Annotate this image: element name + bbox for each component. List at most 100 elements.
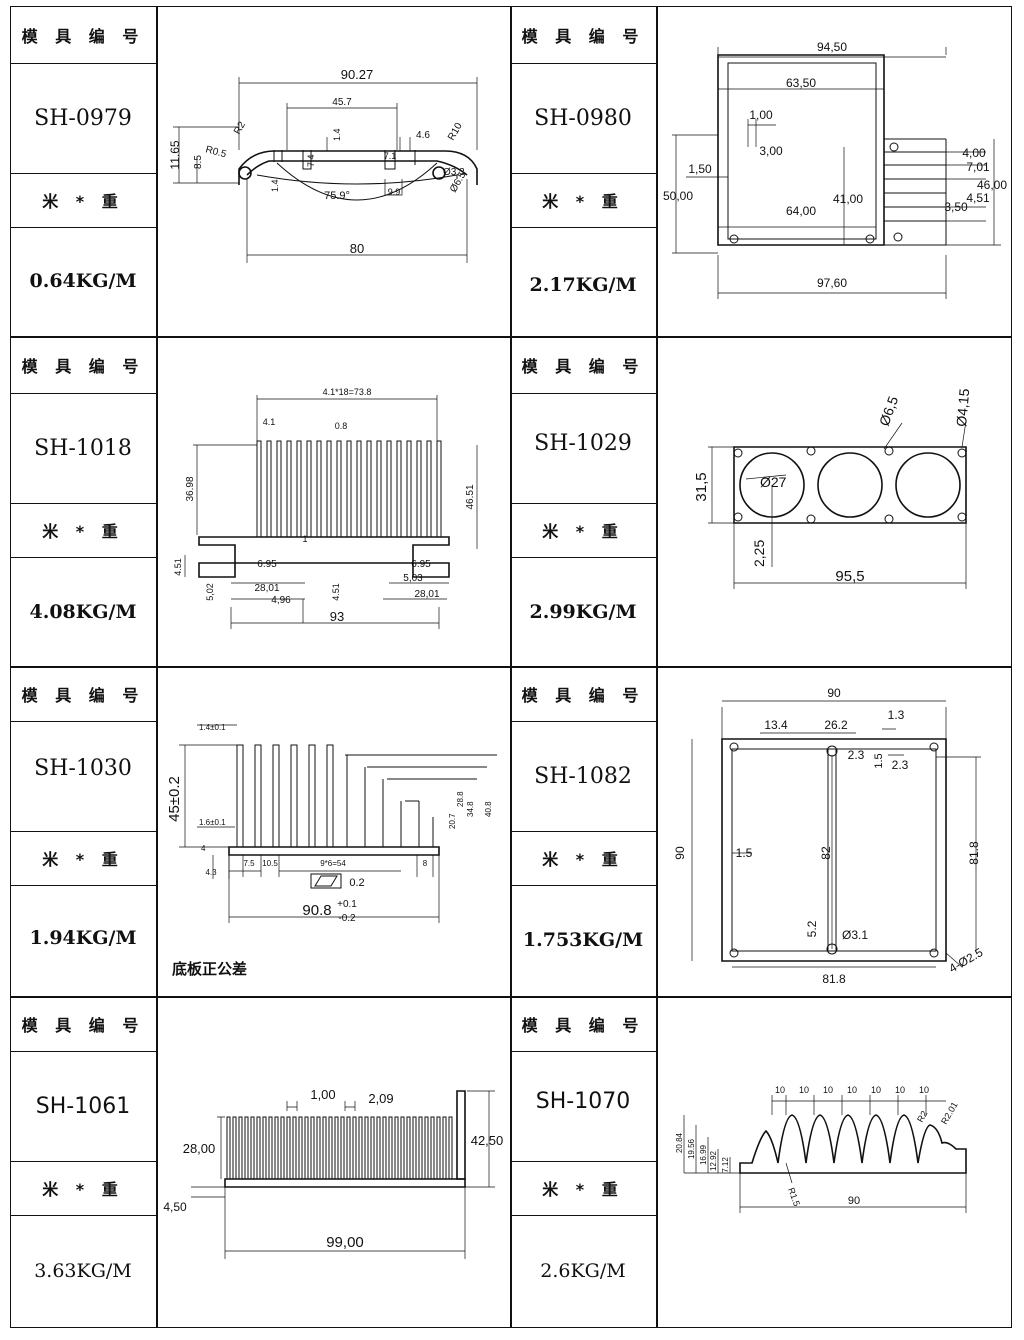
fin — [340, 1116, 345, 1180]
weight-value: 4.08KG/M — [29, 601, 137, 623]
dim-label: 2,09 — [368, 1091, 393, 1106]
mold-number-label: 模 具 编 号 — [21, 26, 145, 46]
fin — [280, 1116, 285, 1180]
dim-label: 1.6±0.1 — [199, 818, 226, 827]
product-code: SH-1018 — [34, 435, 132, 461]
dim-label: 28,01 — [254, 583, 279, 594]
dim-label: 90 — [827, 686, 841, 700]
fin — [352, 1116, 357, 1180]
dim-label: 5.2 — [805, 920, 819, 937]
dim-label: 20.7 — [448, 813, 457, 829]
fin — [382, 1116, 387, 1180]
dim-label: 45±0.2 — [166, 776, 183, 822]
dim-label: R2.01 — [939, 1100, 960, 1126]
fin — [316, 440, 322, 538]
dim-label: 10 — [823, 1085, 833, 1095]
fin — [346, 440, 352, 538]
fin — [358, 1116, 363, 1180]
dim-label: 10.5 — [262, 859, 278, 868]
dim-label: R1.5 — [786, 1186, 802, 1207]
weight-value: 0.64KG/M — [29, 270, 137, 292]
dim-label: 64,00 — [786, 204, 816, 218]
catalog-table — [10, 6, 1012, 1328]
fin — [386, 440, 392, 538]
fin — [298, 1116, 303, 1180]
fin — [400, 1116, 405, 1180]
dim-label: 1.5 — [873, 753, 885, 768]
dim-label: 10 — [775, 1085, 785, 1095]
dim-label: 20.84 — [675, 1132, 684, 1153]
weight-label: 米 * 重 — [542, 850, 624, 869]
dim-label: 90 — [848, 1195, 860, 1207]
dim-label: 4,96 — [271, 595, 291, 606]
dim-label: 4 — [201, 844, 206, 853]
dim-label: 81.8 — [967, 841, 981, 865]
fin — [336, 440, 342, 538]
fin — [296, 440, 302, 538]
dim-label: Ø3.1 — [842, 928, 868, 942]
fin — [274, 1116, 279, 1180]
fin — [376, 1116, 381, 1180]
weight-value: 1.753KG/M — [522, 929, 644, 951]
dim-label: 2.3 — [848, 748, 865, 762]
weight-label: 米 * 重 — [42, 192, 124, 211]
dim-label: 12.92 — [709, 1150, 718, 1171]
mold-number-label: 模 具 编 号 — [521, 685, 645, 705]
dim-label: Ø6,5 — [876, 394, 901, 428]
dim-label: 10 — [871, 1085, 881, 1095]
dim-label: 7.5 — [243, 859, 255, 868]
dim-label: 97,60 — [817, 276, 847, 290]
dim-label: 9*6=54 — [320, 859, 346, 868]
profile-drawing-sh-1030: 1.4±0.1 45±0.2 1.6±0.1 20.7 28.8 34.8 40… — [166, 723, 497, 924]
fin — [370, 1116, 375, 1180]
dim-label: 1.4 — [332, 128, 342, 141]
weight-label: 米 * 重 — [42, 850, 124, 869]
fin — [416, 440, 422, 538]
weight-label: 米 * 重 — [542, 522, 624, 541]
fin — [388, 1116, 393, 1180]
dim-label: 5,02 — [205, 583, 215, 601]
profile-drawing-sh-1070: 10 10 10 10 10 10 10 R2 R2.01 20.84 19.5… — [675, 1085, 967, 1213]
dim-label: R2 — [232, 120, 248, 137]
dim-label: 80 — [350, 241, 364, 256]
dim-label: 90.27 — [341, 67, 374, 82]
dim-label: -0.2 — [338, 913, 356, 924]
dim-label: 6.95 — [411, 559, 431, 570]
dim-label: 1.4±0.1 — [199, 723, 226, 732]
dim-label: 28,00 — [183, 1141, 216, 1156]
dim-label: 31,5 — [693, 472, 710, 501]
fin — [418, 1116, 423, 1180]
dim-label: 4.1 — [263, 417, 276, 427]
fin — [256, 440, 262, 538]
dim-label: 28,01 — [414, 589, 439, 600]
dim-label: 75.9° — [324, 190, 350, 202]
dim-label: 95,5 — [835, 568, 864, 585]
dim-label: 1 — [302, 534, 307, 544]
dim-label: R0.5 — [204, 144, 228, 160]
weight-label: 米 * 重 — [542, 192, 624, 211]
fin — [322, 1116, 327, 1180]
fin — [316, 1116, 321, 1180]
dim-label: R10 — [446, 121, 465, 143]
dim-label: 90.8 — [302, 902, 331, 919]
fin — [306, 440, 312, 538]
dim-label: 50,00 — [663, 189, 693, 203]
product-code: SH-0979 — [34, 105, 132, 131]
dim-label: 81.8 — [822, 972, 846, 986]
dim-label: 5,03 — [403, 573, 423, 584]
weight-label: 米 * 重 — [542, 1180, 624, 1199]
weight-label: 米 * 重 — [42, 522, 124, 541]
dim-label: 3,50 — [944, 200, 968, 214]
dim-label: 2,25 — [751, 540, 767, 567]
dim-label: 90 — [673, 846, 687, 860]
dim-label: 10 — [799, 1085, 809, 1095]
dim-label: 36.98 — [185, 476, 196, 501]
dim-label: 4.51 — [173, 558, 183, 576]
product-code: SH-1061 — [35, 1093, 131, 1119]
dim-label: 8 — [423, 859, 428, 868]
fin — [426, 440, 432, 538]
fin — [310, 1116, 315, 1180]
fin — [430, 1116, 435, 1180]
dim-label: 1.3 — [888, 708, 905, 722]
fin — [286, 440, 292, 538]
